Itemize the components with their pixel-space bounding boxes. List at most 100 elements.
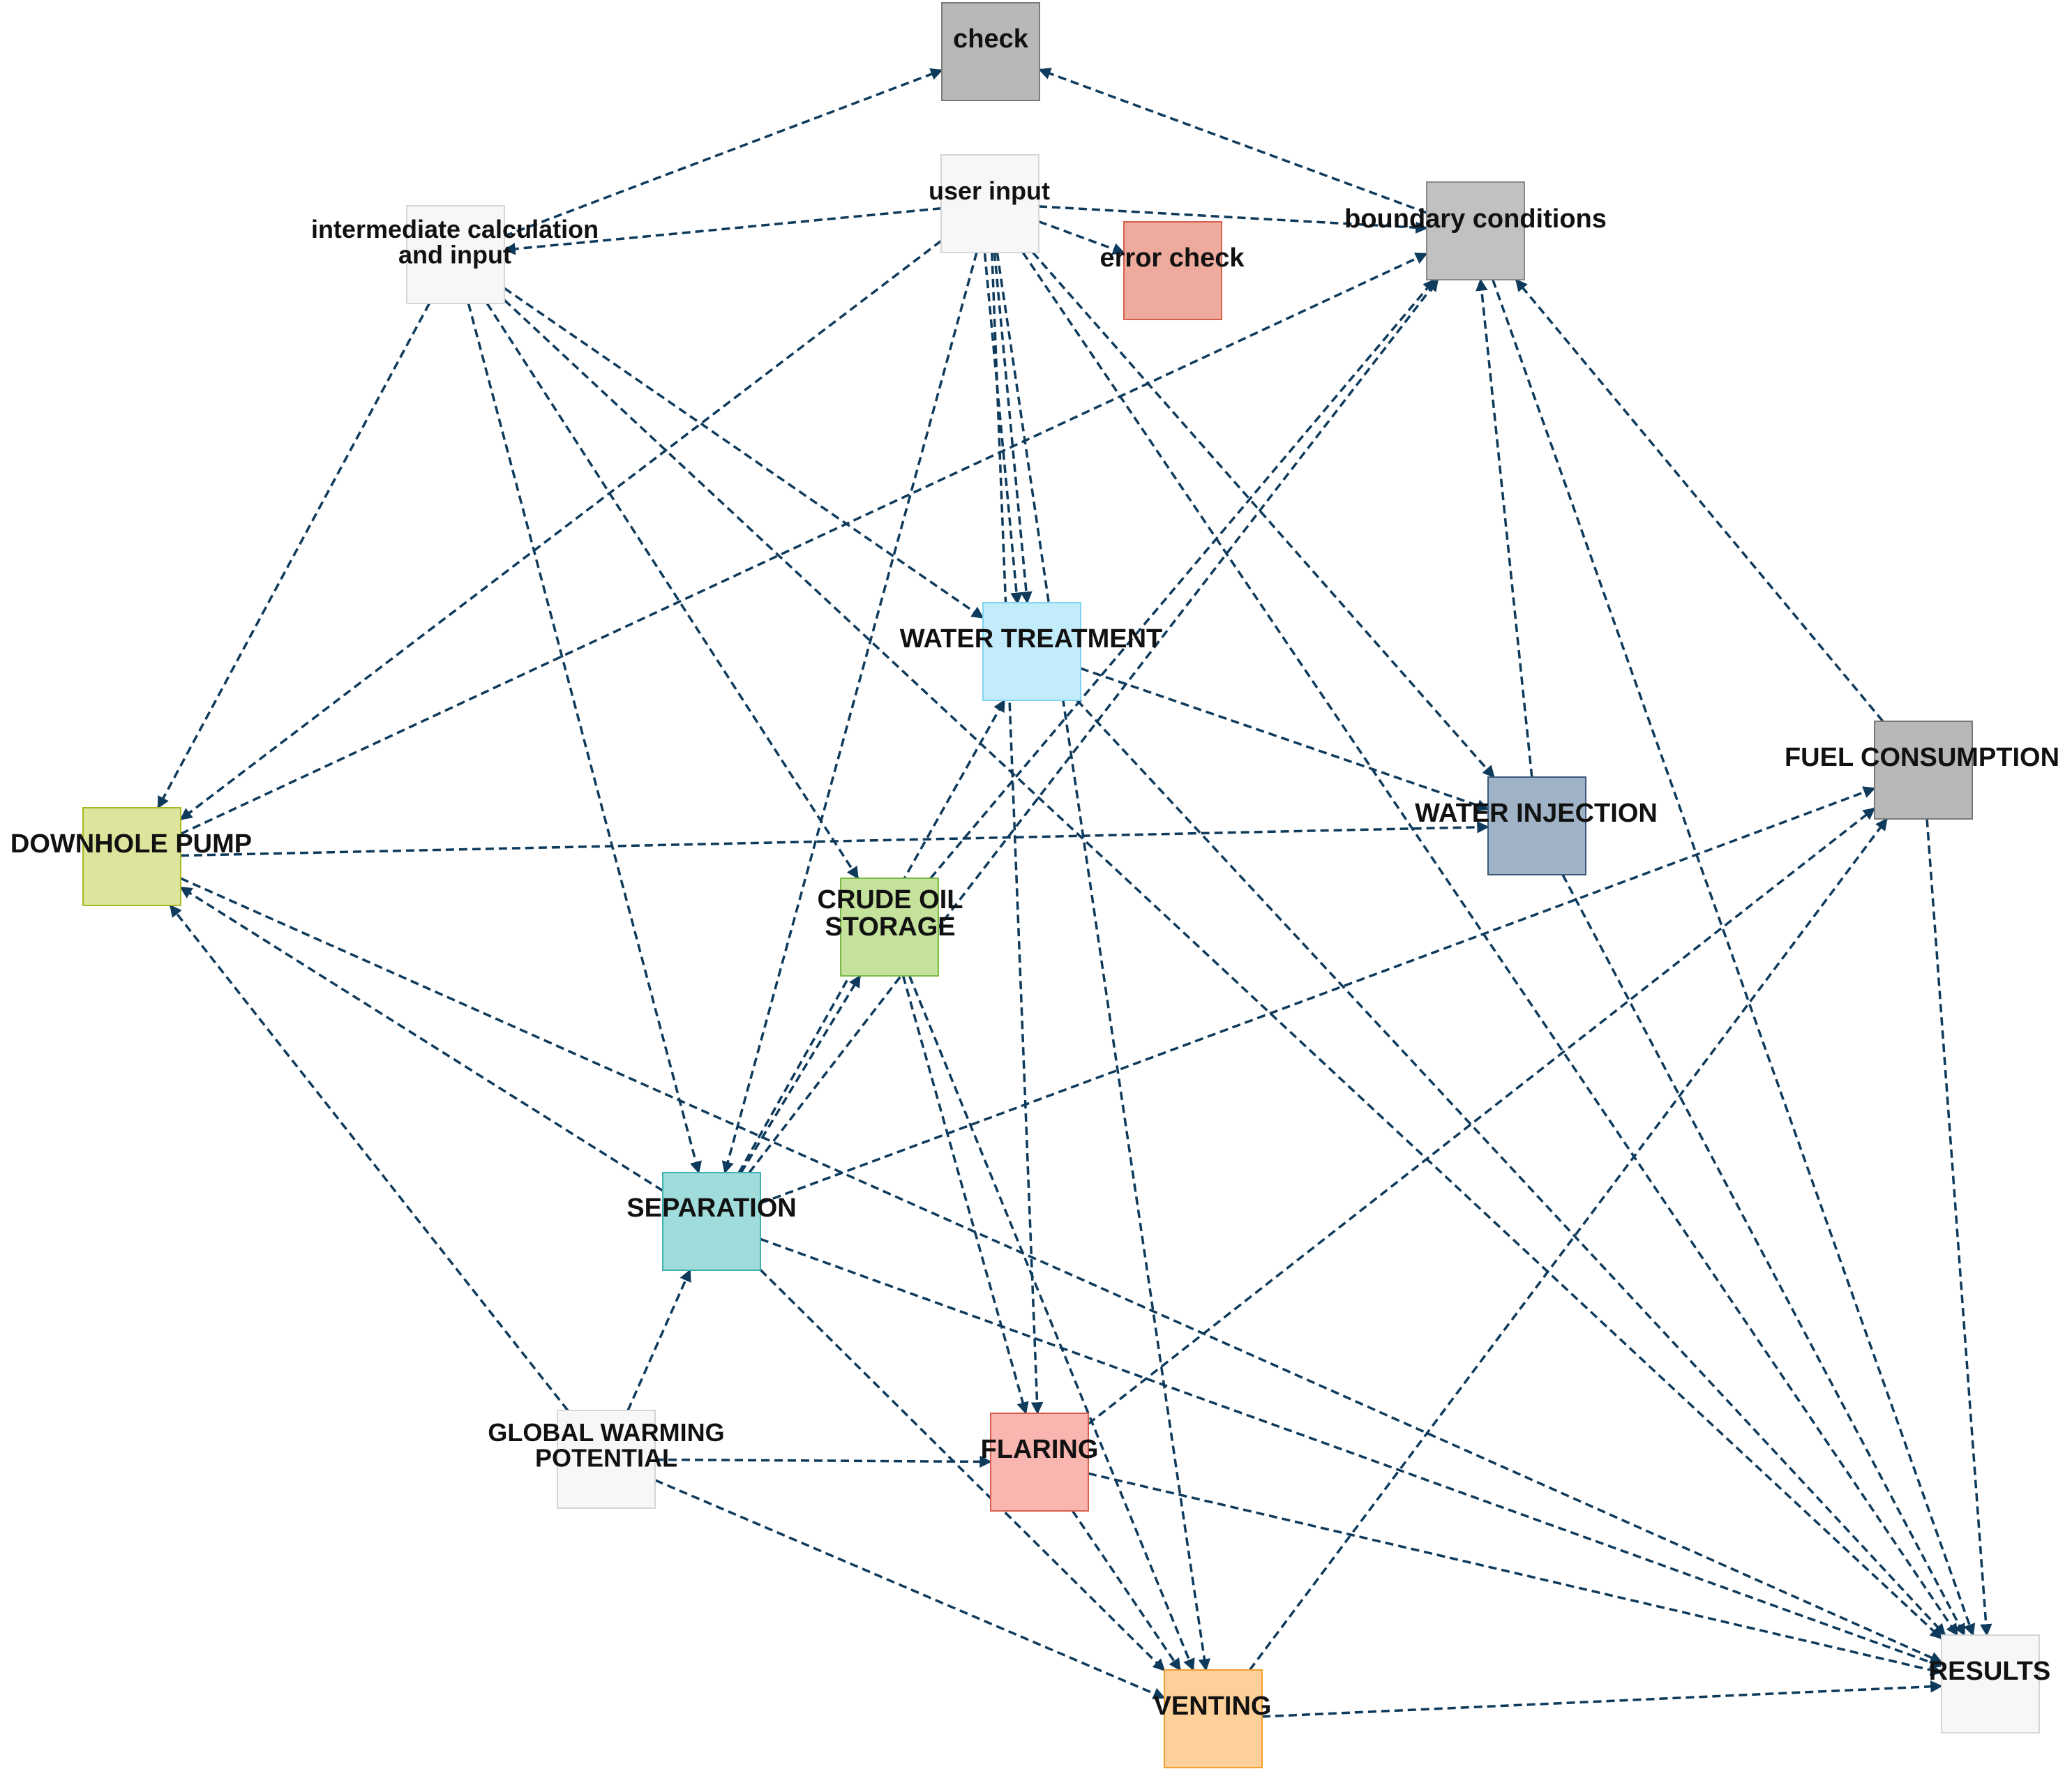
node-downhole[interactable]: DOWNHOLE PUMP (10, 807, 252, 906)
node-fuel[interactable]: FUEL CONSUMPTION (1785, 721, 2059, 820)
node-label-line: CRUDE OIL (818, 885, 963, 914)
edge-flaring-to-results (1088, 1472, 1943, 1676)
edge-venting-to-fuel (1248, 818, 1889, 1671)
edge-venting-to-results (1261, 1680, 1943, 1718)
edge-user-input-to-intermediate (503, 206, 942, 255)
edge-flaring-to-venting (1071, 1510, 1182, 1671)
node-label-line: user input (929, 176, 1050, 205)
edge-water-treatment-to-results (1076, 699, 1946, 1636)
edge-separation-to-fuel (760, 786, 1876, 1205)
node-label-downhole: DOWNHOLE PUMP (10, 829, 252, 859)
edge-intermediate-to-separation (467, 303, 702, 1174)
edge-downhole-to-water-injection (180, 821, 1489, 857)
node-box-fuel[interactable] (1874, 721, 1973, 820)
edge-fuel-to-results (1925, 818, 1992, 1636)
node-error-check[interactable]: error check (1099, 221, 1245, 320)
edge-user-input-to-water-treatment (993, 252, 1033, 604)
node-box-boundary[interactable] (1426, 181, 1525, 280)
node-label-line: WATER INJECTION (1415, 799, 1658, 828)
edge-gwp-to-separation (626, 1269, 691, 1411)
node-label-line: RESULTS (1929, 1657, 2051, 1686)
node-venting[interactable]: VENTING (1154, 1669, 1272, 1768)
node-label-line: DOWNHOLE PUMP (10, 829, 252, 859)
edge-gwp-to-venting (654, 1479, 1166, 1699)
node-label-fuel: FUEL CONSUMPTION (1785, 743, 2059, 772)
edge-user-input-to-water-treatment (983, 253, 1023, 605)
edge-water-injection-to-results (1561, 874, 1966, 1636)
node-label-water-injection: WATER INJECTION (1415, 799, 1658, 828)
node-label-water-treatment: WATER TREATMENT (900, 624, 1162, 654)
node-label-line: boundary conditions (1344, 204, 1607, 234)
node-separation[interactable]: SEPARATION (626, 1172, 797, 1271)
node-box-check[interactable] (941, 2, 1040, 101)
node-label-line: GLOBAL WARMING (488, 1418, 724, 1447)
edge-separation-to-downhole (179, 886, 663, 1192)
node-box-gwp[interactable] (557, 1410, 656, 1509)
node-box-error-check[interactable] (1123, 221, 1222, 320)
node-label-venting: VENTING (1154, 1692, 1272, 1721)
node-box-venting[interactable] (1164, 1669, 1263, 1768)
node-box-water-treatment[interactable] (982, 602, 1081, 701)
edge-intermediate-to-crude (486, 303, 859, 880)
node-box-intermediate[interactable] (406, 205, 505, 304)
node-flaring[interactable]: FLARING (981, 1413, 1099, 1512)
edge-intermediate-to-downhole (157, 303, 430, 809)
node-label-user-input: user input (929, 176, 1050, 205)
node-label-line: FUEL CONSUMPTION (1785, 743, 2059, 772)
node-water-treatment[interactable]: WATER TREATMENT (900, 602, 1162, 701)
edge-separation-to-crude (740, 974, 862, 1173)
node-label-line: error check (1099, 243, 1245, 273)
edge-user-input-to-downhole (179, 239, 943, 821)
edge-downhole-to-boundary (180, 253, 1428, 835)
node-boundary[interactable]: boundary conditions (1344, 181, 1607, 280)
edge-separation-to-venting (759, 1269, 1166, 1671)
edge-intermediate-to-water-treatment (504, 287, 984, 619)
edge-user-input-to-venting (996, 252, 1211, 1671)
node-label-line: check (953, 24, 1029, 54)
edge-user-input-to-results (1021, 252, 1959, 1636)
edge-crude-to-boundary (929, 278, 1436, 880)
node-user-input[interactable]: user input (929, 154, 1050, 253)
node-box-user-input[interactable] (940, 154, 1039, 253)
node-label-flaring: FLARING (981, 1435, 1099, 1464)
edge-fuel-to-boundary (1515, 278, 1884, 723)
edge-boundary-to-results (1492, 279, 1976, 1636)
node-results[interactable]: RESULTS (1929, 1634, 2051, 1733)
node-water-injection[interactable]: WATER INJECTION (1415, 776, 1658, 875)
node-label-check: check (953, 24, 1029, 54)
edge-intermediate-to-results (503, 299, 1943, 1640)
edge-crude-to-flaring (901, 975, 1029, 1415)
edge-water-injection-to-boundary (1476, 278, 1533, 778)
node-label-line: SEPARATION (626, 1194, 797, 1223)
edge-gwp-to-flaring (654, 1455, 992, 1468)
edge-downhole-to-results (180, 877, 1943, 1664)
node-box-downhole[interactable] (82, 807, 181, 906)
node-box-crude[interactable] (840, 878, 939, 977)
edge-flaring-to-fuel (1087, 807, 1876, 1425)
edge-user-input-to-boundary (1038, 205, 1428, 234)
edge-user-input-to-error-check (1038, 220, 1125, 255)
edge-water-treatment-to-water-injection (1080, 667, 1489, 811)
node-check[interactable]: check (941, 2, 1040, 101)
node-box-water-injection[interactable] (1487, 776, 1586, 875)
node-box-results[interactable] (1941, 1634, 2040, 1733)
edge-intermediate-to-check (504, 68, 943, 238)
edge-separation-to-boundary (748, 278, 1439, 1174)
node-label-line: intermediate calculation (311, 215, 599, 243)
node-label-line: POTENTIAL (535, 1444, 677, 1473)
node-label-separation: SEPARATION (626, 1194, 797, 1223)
edge-boundary-to-check (1038, 68, 1427, 214)
node-box-flaring[interactable] (990, 1413, 1089, 1512)
edge-separation-to-results (760, 1237, 1943, 1669)
node-box-separation[interactable] (662, 1172, 761, 1271)
node-label-line: STORAGE (825, 912, 955, 942)
edge-gwp-to-downhole (169, 904, 569, 1412)
